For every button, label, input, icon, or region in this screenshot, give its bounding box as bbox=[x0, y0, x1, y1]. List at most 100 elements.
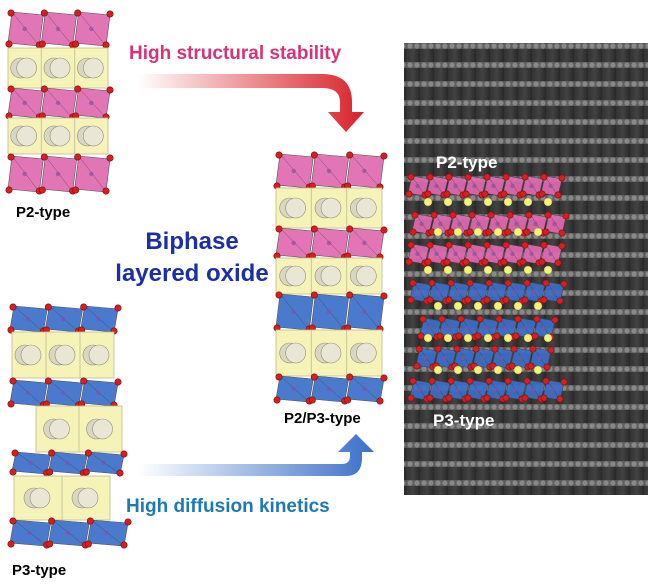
oxygen-atom bbox=[308, 396, 316, 404]
metal-atom bbox=[65, 530, 71, 536]
oxygen-atom bbox=[558, 174, 566, 182]
oxygen-atom bbox=[560, 378, 568, 386]
oxygen-atom bbox=[7, 85, 15, 93]
sodium-atom bbox=[356, 265, 377, 287]
sodium-atom bbox=[92, 418, 113, 440]
oxygen-atom bbox=[9, 468, 17, 476]
metal-atom bbox=[415, 251, 420, 257]
metal-atom bbox=[512, 387, 517, 393]
diffusion-arrow bbox=[138, 434, 374, 476]
oxygen-atom bbox=[523, 279, 531, 287]
oxygen-atom bbox=[44, 303, 52, 311]
oxygen-atom bbox=[9, 303, 17, 311]
sodium-atom bbox=[49, 125, 71, 147]
oxygen-atom bbox=[538, 258, 546, 266]
metal-atom bbox=[291, 309, 296, 315]
oxygen-atom bbox=[273, 396, 281, 404]
sodium-dot bbox=[533, 227, 543, 237]
oxygen-atom bbox=[428, 377, 436, 385]
metal-atom bbox=[474, 387, 479, 393]
oxygen-atom bbox=[424, 190, 432, 198]
oxygen-atom bbox=[11, 449, 19, 457]
oxygen-atom bbox=[46, 468, 54, 476]
metal-atom bbox=[326, 240, 332, 246]
oxygen-atom bbox=[556, 395, 564, 403]
oxygen-atom bbox=[519, 190, 527, 198]
p2-structure-left bbox=[5, 9, 114, 195]
oxygen-atom bbox=[411, 211, 419, 219]
oxygen-atom bbox=[483, 173, 491, 181]
oxygen-atom bbox=[483, 394, 491, 402]
metal-atom bbox=[438, 221, 443, 227]
oxygen-atom bbox=[9, 377, 17, 385]
oxygen-atom bbox=[521, 241, 529, 249]
sodium-atom bbox=[83, 125, 104, 147]
oxygen-atom bbox=[523, 377, 531, 385]
metal-atom bbox=[22, 171, 27, 177]
metal-atom bbox=[457, 221, 462, 227]
p3-type-label: P3-type bbox=[12, 562, 67, 579]
oxygen-atom bbox=[438, 315, 446, 323]
p3-structure-left bbox=[7, 303, 132, 549]
metal-atom bbox=[442, 355, 447, 361]
metal-atom bbox=[550, 387, 555, 393]
oxygen-atom bbox=[544, 211, 552, 219]
oxygen-atom bbox=[417, 332, 425, 340]
metal-atom bbox=[362, 168, 367, 174]
metal-atom bbox=[436, 289, 441, 295]
oxygen-atom bbox=[426, 241, 434, 249]
metal-atom bbox=[55, 100, 61, 106]
sodium-dot bbox=[543, 197, 553, 207]
sodium-atom bbox=[29, 487, 51, 509]
oxygen-atom bbox=[510, 345, 518, 353]
oxygen-atom bbox=[72, 40, 80, 48]
oxygen-atom bbox=[500, 258, 508, 266]
oxygen-atom bbox=[481, 190, 489, 198]
oxygen-atom bbox=[114, 378, 122, 386]
metal-atom bbox=[512, 289, 517, 295]
sodium-dot bbox=[433, 301, 443, 311]
oxygen-atom bbox=[80, 303, 88, 311]
oxygen-atom bbox=[464, 173, 472, 181]
sodium-dot bbox=[463, 333, 473, 343]
sodium-dot bbox=[503, 197, 513, 207]
oxygen-atom bbox=[44, 377, 52, 385]
oxygen-atom bbox=[407, 241, 415, 249]
metal-atom bbox=[55, 171, 61, 177]
oxygen-atom bbox=[74, 153, 82, 161]
oxygen-atom bbox=[409, 228, 417, 236]
oxygen-atom bbox=[554, 259, 562, 267]
oxygen-atom bbox=[72, 186, 80, 194]
oxygen-atom bbox=[310, 373, 318, 381]
oxygen-atom bbox=[310, 225, 318, 233]
metal-atom bbox=[60, 390, 66, 396]
oxygen-atom bbox=[543, 363, 551, 371]
metal-atom bbox=[60, 316, 66, 322]
sodium-dot bbox=[483, 333, 493, 343]
oxygen-atom bbox=[436, 332, 444, 340]
oxygen-atom bbox=[413, 362, 421, 370]
oxygen-atom bbox=[419, 315, 427, 323]
oxygen-atom bbox=[512, 332, 520, 340]
metal-atom bbox=[529, 251, 534, 257]
oxygen-atom bbox=[443, 258, 451, 266]
stability-arrow bbox=[138, 74, 364, 132]
sodium-dot bbox=[443, 197, 453, 207]
metal-atom bbox=[434, 251, 439, 257]
metal-atom bbox=[55, 26, 61, 32]
oxygen-atom bbox=[445, 173, 453, 181]
metal-atom bbox=[101, 460, 106, 466]
oxygen-atom bbox=[502, 296, 510, 304]
metal-atom bbox=[291, 386, 296, 392]
oxygen-atom bbox=[540, 173, 548, 181]
oxygen-atom bbox=[519, 258, 527, 266]
oxygen-atom bbox=[485, 279, 493, 287]
sodium-atom bbox=[320, 197, 342, 219]
oxygen-atom bbox=[531, 332, 539, 340]
sodium-atom bbox=[285, 197, 306, 219]
oxygen-atom bbox=[502, 394, 510, 402]
oxygen-atom bbox=[462, 258, 470, 266]
oxygen-atom bbox=[457, 315, 465, 323]
metal-atom bbox=[89, 26, 94, 32]
